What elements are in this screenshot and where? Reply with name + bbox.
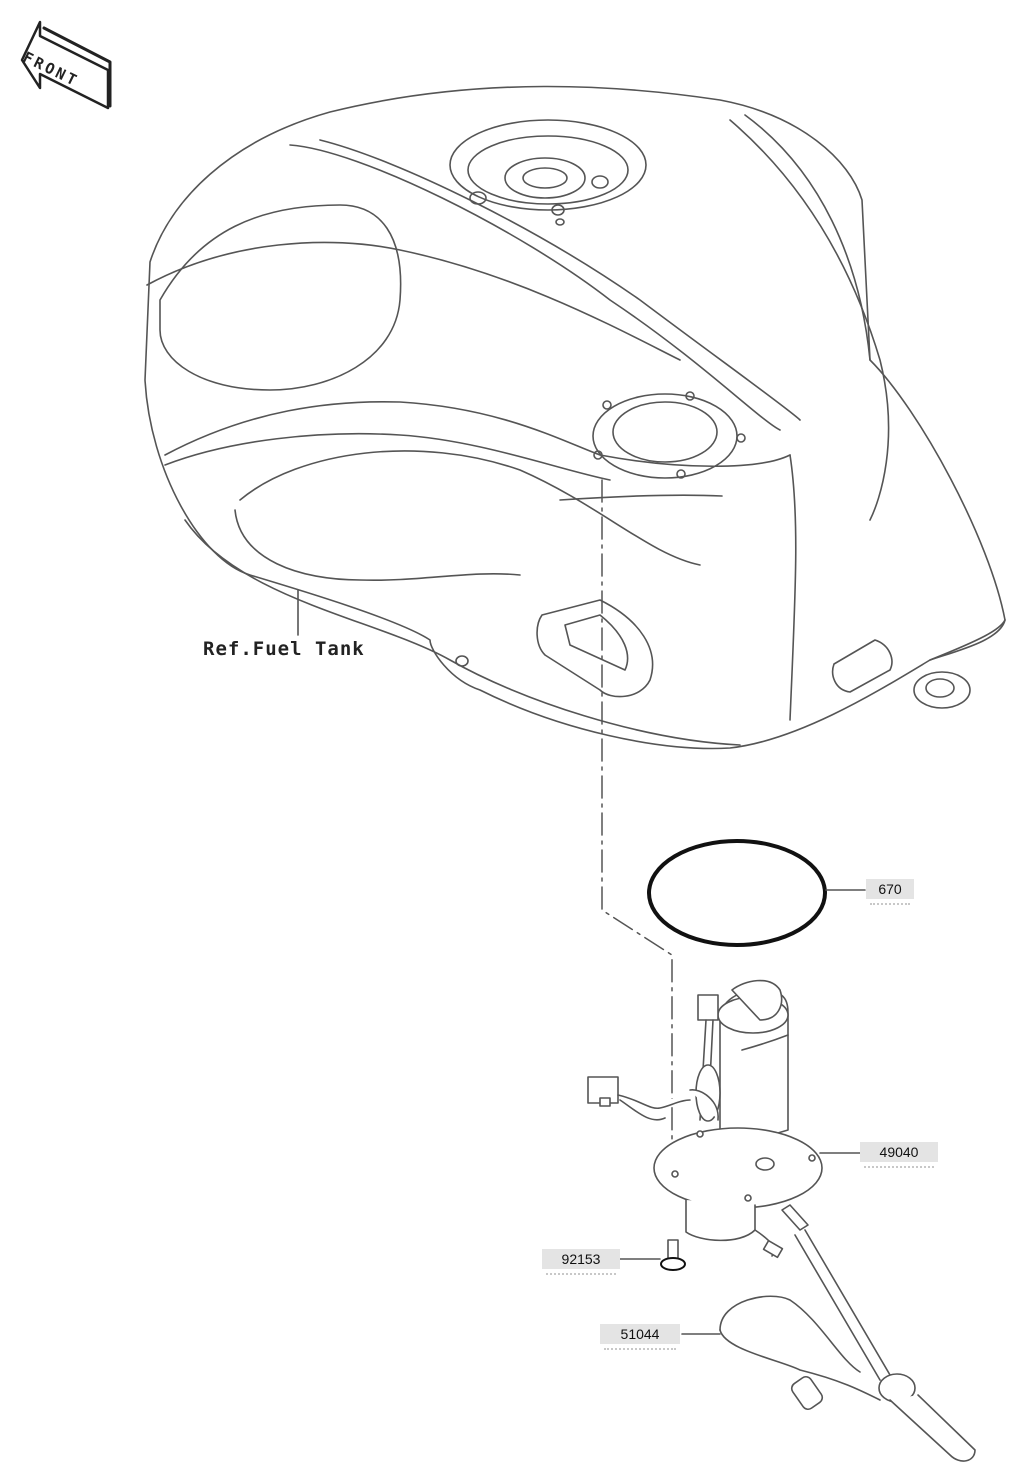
fuel-hose-51044 [719,1229,976,1462]
part-number-51044: 51044 [620,1326,660,1342]
part-label-51044[interactable]: 51044 [600,1324,680,1350]
part-label-670[interactable]: 670 [866,879,914,905]
alignment-line [601,479,673,1176]
fuel-pump-assembly [587,979,823,1259]
bolt-92153 [660,1239,686,1271]
part-label-49040[interactable]: 49040 [860,1142,938,1168]
part-number-670: 670 [878,881,902,897]
fuel-tank [144,85,1006,750]
ref-fuel-tank-label: Ref.Fuel Tank [203,638,365,660]
part-label-92153[interactable]: 92153 [542,1249,620,1275]
front-arrow-icon [20,20,112,110]
o-ring-670 [647,839,827,947]
part-number-92153: 92153 [561,1251,601,1267]
part-number-49040: 49040 [879,1144,919,1160]
